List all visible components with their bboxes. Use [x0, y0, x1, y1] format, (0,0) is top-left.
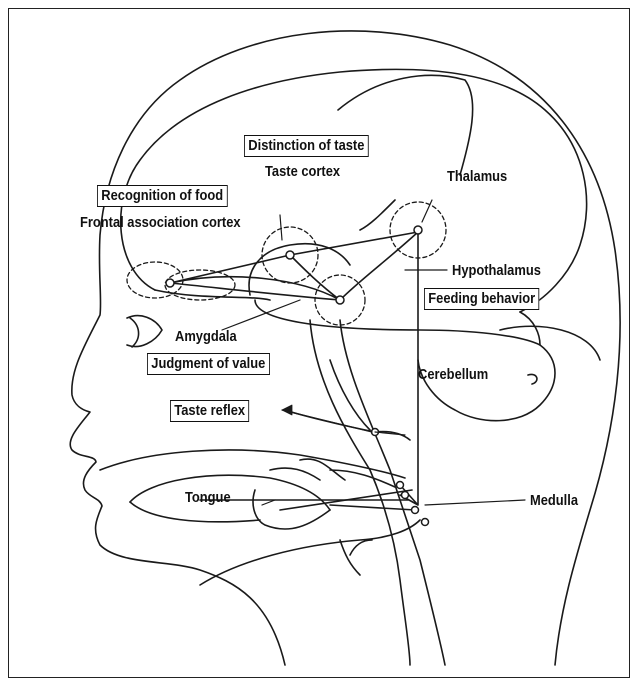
cerebellum-outline — [255, 300, 555, 421]
label-frontal-association-cortex: Frontal association cortex — [80, 214, 241, 232]
label-judgment-of-value: Judgment of value — [147, 353, 270, 375]
label-distinction-of-taste: Distinction of taste — [244, 135, 369, 157]
label-taste-cortex: Taste cortex — [265, 163, 340, 181]
label-recognition-of-food: Recognition of food — [97, 185, 227, 207]
label-thalamus: Thalamus — [447, 168, 507, 186]
label-cerebellum: Cerebellum — [418, 366, 488, 384]
label-hypothalamus: Hypothalamus — [452, 262, 541, 280]
label-feeding-behavior: Feeding behavior — [424, 288, 539, 310]
label-tongue: Tongue — [185, 489, 231, 507]
pathway-nodes — [166, 226, 429, 526]
label-taste-reflex: Taste reflex — [170, 400, 249, 422]
label-medulla: Medulla — [530, 492, 578, 510]
label-amygdala: Amygdala — [175, 328, 237, 346]
